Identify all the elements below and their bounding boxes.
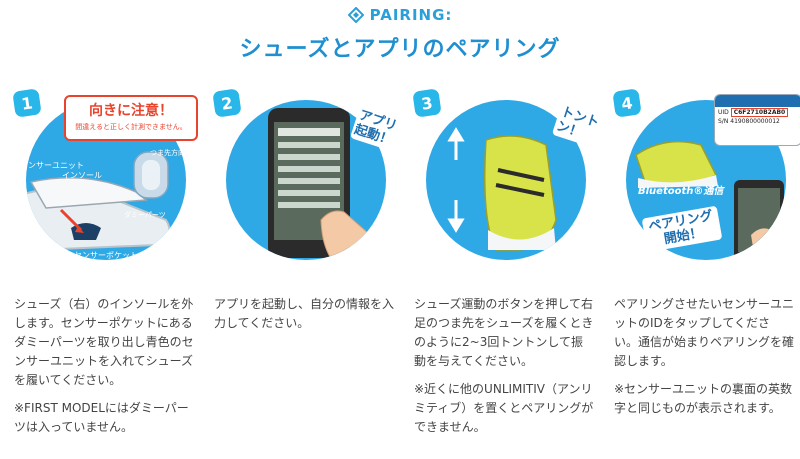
step-2: 2 アプリ起動！ アプリを起動し、自分の情報を入力してください。 [212,88,407,459]
sensor-id-label: UID C6F2710B2AB0 S/N 4190800000012 [714,94,800,146]
section-kicker: PAIRING: [347,6,453,24]
step-number-badge: 2 [212,88,242,118]
callout-title: 向きに注意！ [89,103,173,119]
label-sensor-unit: センサーユニット [20,161,84,170]
warning-callout: 向きに注意！ 間違えると正しく計測できません。 [64,95,198,141]
step-3: 3 トントン！ シューズ運動のボタンを押して右足のつま先をシューズを履くときのよ… [412,88,605,459]
sn-label: S/N [718,118,729,125]
label-insole: インソール [62,171,102,180]
step-2-description: アプリを起動し、自分の情報を入力してください。 [214,295,394,342]
step-1-description: シューズ（右）のインソールを外します。センサーポケットにあるダミーパーツを取り出… [14,295,194,446]
step-number-badge: 1 [12,88,42,118]
page-header: PAIRING: シューズとアプリのペアリング [0,6,800,63]
step-text: ペアリングさせたいセンサーユニットのIDをタップしてください。通信が始まりペアリ… [614,297,795,368]
label-sensor-pocket: センサーポケット [74,251,138,260]
bluetooth-label: Bluetooth®通信 [638,186,724,197]
step-text: アプリを起動し、自分の情報を入力してください。 [214,297,395,330]
label-dummy-part: ダミーパーツ [124,211,166,219]
diamond-logo-icon [347,7,364,23]
sn-value: 4190800000012 [730,118,780,125]
kicker-text: PAIRING: [369,6,453,24]
step-note: ※近くに他のUNLIMITIV（アンリミティブ）を置くとペアリングができません。 [414,382,594,434]
callout-subtitle: 間違えると正しく計測できません。 [75,123,187,131]
step-3-description: シューズ運動のボタンを押して右足のつま先をシューズを履くときのように2~3回トン… [414,295,594,446]
step-4-description: ペアリングさせたいセンサーユニットのIDをタップしてください。通信が始まりペアリ… [614,295,794,427]
step-number-badge: 3 [412,88,442,118]
step-note: ※FIRST MODELにはダミーパーツは入っていません。 [14,401,189,434]
step-number-badge: 4 [612,88,642,118]
label-toe-direction: つま先方向 [150,149,185,157]
step-note: ※センサーユニットの裏面の英数字と同じものが表示されます。 [614,382,793,415]
step-text: シューズ（右）のインソールを外します。センサーポケットにあるダミーパーツを取り出… [14,297,194,387]
uid-label: UID [718,109,729,116]
page-title: シューズとアプリのペアリング [239,37,561,62]
step-1: 1 向きに注意！ 間違えると正しく計測できません。 センサーユニット インソール… [12,88,204,459]
step-2-illustration [226,100,386,260]
step-text: シューズ運動のボタンを押して右足のつま先をシューズを履くときのように2~3回トン… [414,297,594,368]
step-4: 4 UID C6F2710B2AB0 S/N 4190800000012 Blu… [612,88,800,459]
uid-value: C6F2710B2AB0 [730,108,789,117]
